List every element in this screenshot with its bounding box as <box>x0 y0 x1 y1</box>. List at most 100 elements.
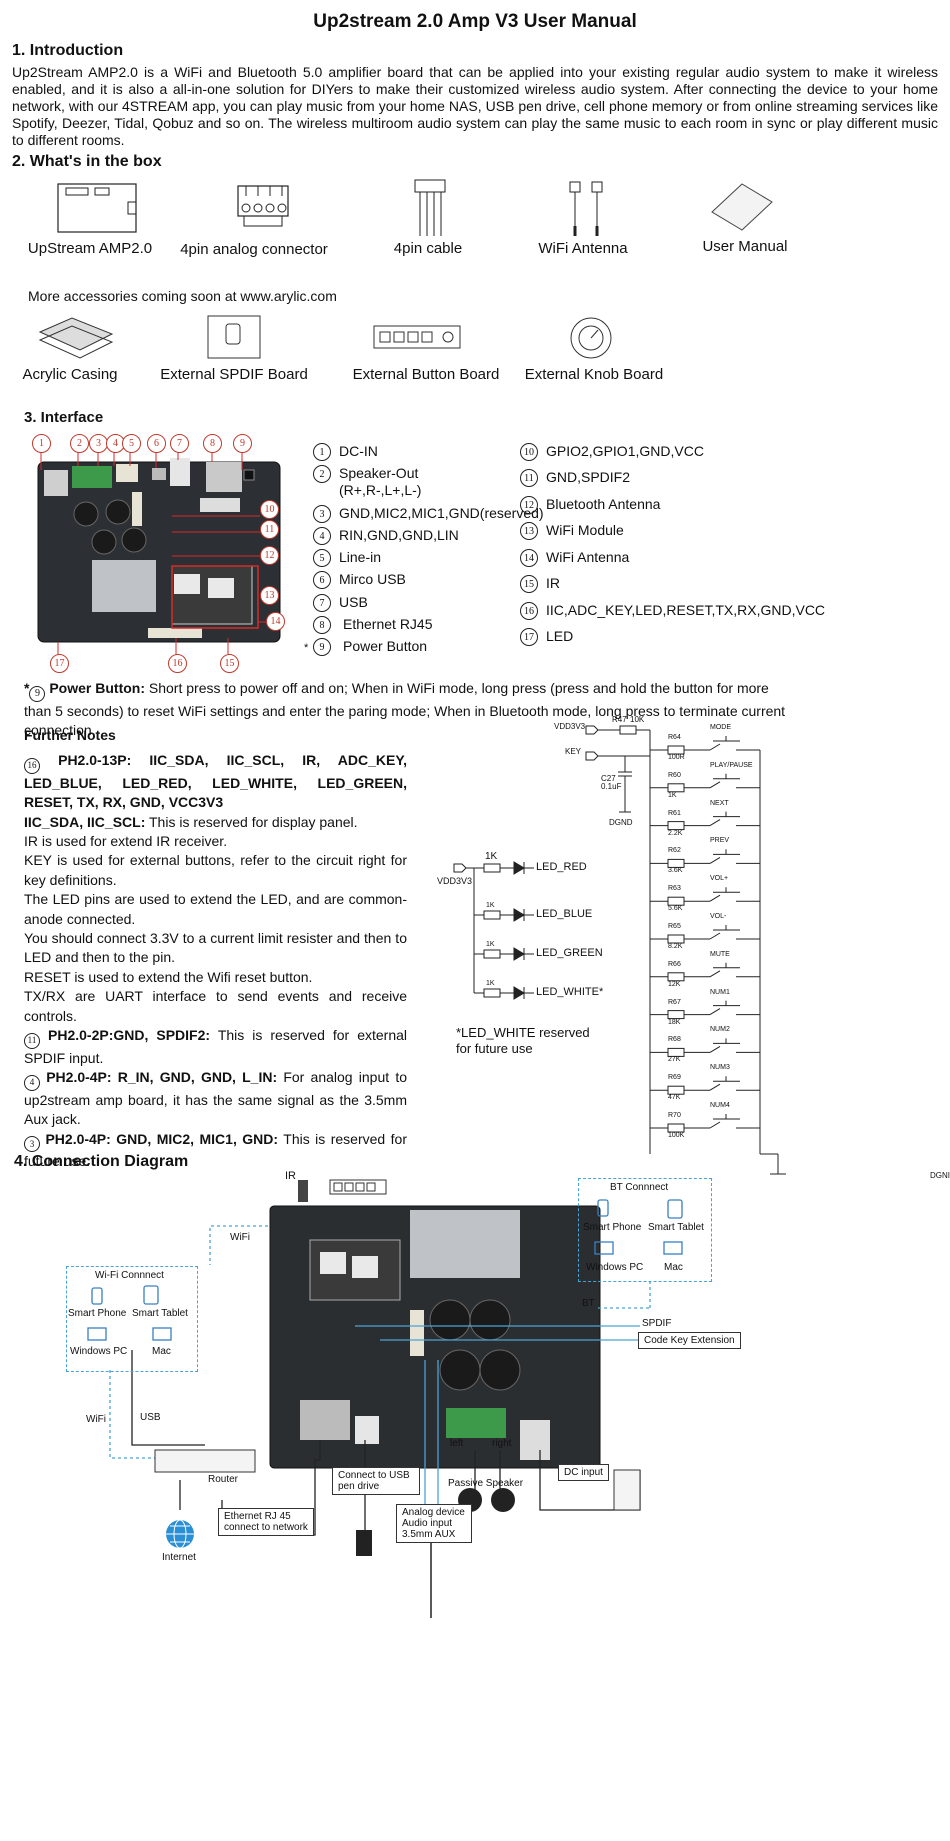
connection-diagram: IR Wi-Fi Connnect Smart Phone Smart Tabl… <box>0 1170 950 1841</box>
key-vdd-label: VDD3V3 <box>554 722 586 731</box>
key-resistor-label: R70 <box>668 1112 681 1119</box>
key-resistor-label: R67 <box>668 998 681 1006</box>
wifi-label: WiFi <box>86 1414 106 1425</box>
key-resistor-value: 1K <box>668 791 677 799</box>
further-notes-heading: Further Notes <box>24 727 116 743</box>
bt-device-label: Mac <box>664 1262 683 1273</box>
dc-input-label: DC input <box>558 1464 609 1481</box>
page-title: Up2stream 2.0 Amp V3 User Manual <box>313 11 637 32</box>
led-resistor-label: 1K <box>486 902 495 909</box>
connection-heading: 4. Connection Diagram <box>14 1153 189 1170</box>
box-item-label: User Manual <box>702 238 788 255</box>
callout-15: 15 <box>220 654 239 673</box>
accessory-label: External Button Board <box>352 366 500 383</box>
wifi-device-label: Windows PC <box>70 1346 128 1357</box>
led-footnote: *LED_WHITE reserved for future use <box>456 1025 590 1056</box>
intro-text: Up2Stream AMP2.0 is a WiFi and Bluetooth… <box>12 64 938 148</box>
accessory-label: External Knob Board <box>524 366 664 383</box>
callout-13: 13 <box>260 586 279 605</box>
key-name-label: NUM1 <box>710 988 730 996</box>
key-resistor-value: 100K <box>668 1132 685 1139</box>
key-resistor-label: R65 <box>668 923 681 930</box>
key-label: KEY <box>565 747 582 756</box>
callout-9: 9 <box>233 434 252 453</box>
led-red-label: LED_RED <box>536 861 587 873</box>
callout-10: 10 <box>260 500 279 519</box>
wifi-device-label: Mac <box>152 1346 171 1357</box>
manual-image <box>711 183 773 231</box>
r47-label: R47 <box>612 715 627 724</box>
accessories-illustrations <box>38 315 612 359</box>
bt-connect-box <box>578 1178 712 1282</box>
wifi-device-label: Smart Phone <box>68 1308 127 1319</box>
led-circuit: VDD3V3 1K 1K 1K 1K LED_RED LED_BLUE LED_… <box>434 840 604 1010</box>
box-item-label: 4pin analog connector <box>180 241 328 258</box>
key-resistor-label: R66 <box>668 960 681 968</box>
key-name-label: PREV <box>710 837 730 845</box>
led-white-label: LED_WHITE* <box>536 986 604 998</box>
wifi-connect-box <box>66 1266 198 1372</box>
power-button-note: *9 Power Button: Short press to power of… <box>24 680 786 739</box>
box-items-illustrations <box>57 179 773 236</box>
callout-8: 8 <box>203 434 222 453</box>
dgnd-label: DGNI <box>930 1171 950 1180</box>
bt-box-title: BT Connnect <box>610 1182 669 1193</box>
accessory-label: External SPDIF Board <box>160 366 308 383</box>
key-resistor-label: R60 <box>668 771 681 779</box>
board-photo: 1 2 3 4 5 6 7 8 9 10 11 12 13 14 17 16 1… <box>22 432 294 673</box>
key-resistor-label: R68 <box>668 1036 681 1044</box>
key-resistor-value: 3.6K <box>668 867 683 875</box>
usb-label: USB <box>140 1412 161 1423</box>
further-notes-body: 16 PH2.0-13P: IIC_SDA, IIC_SCL, IR, ADC_… <box>24 752 408 1170</box>
led-blue-label: LED_BLUE <box>536 908 593 920</box>
key-resistor-value: 18K <box>668 1018 681 1026</box>
callout-14: 14 <box>266 612 285 631</box>
button-board-image <box>373 325 461 349</box>
bt-label: BT <box>582 1298 595 1309</box>
bt-device-label: Smart Phone <box>583 1222 642 1233</box>
key-resistor-value: 27K <box>668 1056 681 1064</box>
interface-heading: 3. Interface <box>24 409 104 426</box>
acrylic-casing-image <box>38 317 114 359</box>
key-circuit: VDD3V3 R47 10K KEY C27 0.1uF DGND DGNI R… <box>550 714 950 1184</box>
box-item-label: UpStream AMP2.0 <box>27 240 153 257</box>
wifi-box-title: Wi-Fi Connnect <box>95 1270 164 1281</box>
key-resistor-value: 8.2K <box>668 943 683 950</box>
callout-5: 5 <box>122 434 141 453</box>
cap-value: 0.1uF <box>601 782 622 791</box>
knob-board-image <box>570 317 612 359</box>
led-resistor-label: 1K <box>486 941 495 948</box>
key-name-label: VOL- <box>710 913 727 920</box>
callout-1: 1 <box>32 434 51 453</box>
callout-16: 16 <box>168 654 187 673</box>
analog-connector-image <box>237 185 289 227</box>
router-label: Router <box>208 1474 239 1485</box>
amp-board-image <box>57 183 137 233</box>
ethernet-label: Ethernet RJ 45 connect to network <box>218 1508 314 1536</box>
key-name-label: NUM3 <box>710 1064 730 1072</box>
bt-device-label: Smart Tablet <box>648 1222 704 1233</box>
key-name-label: MODE <box>710 724 731 731</box>
key-resistor-value: 47K <box>668 1094 681 1102</box>
key-name-label: NUM2 <box>710 1026 730 1034</box>
key-name-label: VOL+ <box>710 875 729 883</box>
cap-label: C27 <box>601 774 616 783</box>
r47-value: 10K <box>630 715 645 724</box>
wifi-device-label: Smart Tablet <box>132 1308 188 1319</box>
more-accessories-text: More accessories coming soon at www.aryl… <box>28 288 337 304</box>
key-resistor-label: R63 <box>668 885 681 893</box>
key-resistor-label: R69 <box>668 1074 681 1082</box>
dgnd-label: DGND <box>609 818 633 827</box>
